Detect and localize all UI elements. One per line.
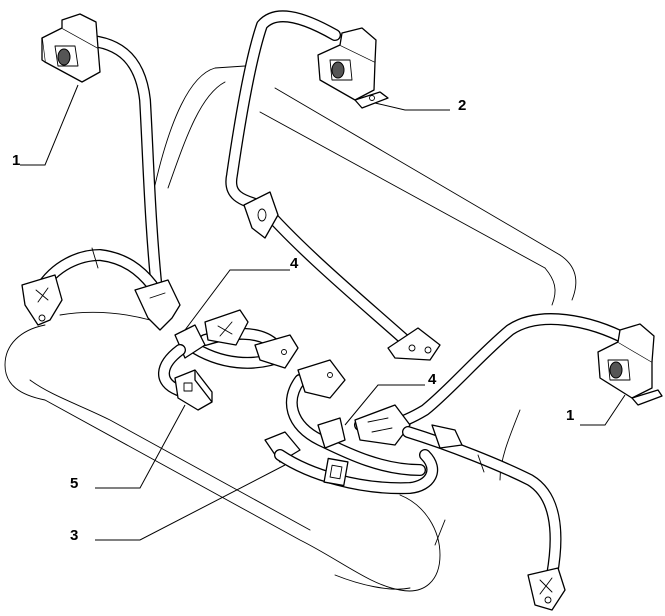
leader-lines [20, 84, 626, 541]
callout-5: 5 [70, 475, 78, 492]
callout-4-mid: 4 [428, 371, 437, 388]
callout-4-top: 4 [290, 255, 299, 272]
left-retractor-1 [41, 13, 101, 83]
latch-plate-5 [158, 344, 213, 411]
callout-3: 3 [70, 527, 78, 544]
left-outer-belt-assembly [21, 34, 181, 331]
callout-2: 2 [458, 97, 466, 114]
seat-cushion-outline [4, 311, 446, 592]
callout-1-right: 1 [566, 407, 574, 424]
centre-belt-assembly [225, 10, 441, 361]
centre-buckle-group [174, 309, 299, 369]
right-retractor-1 [597, 323, 663, 406]
lower-buckle-group [264, 359, 439, 495]
centre-retractor-2 [317, 27, 389, 109]
callout-1-left: 1 [12, 152, 20, 169]
right-outer-belt-assembly [354, 313, 634, 611]
seat-backrest-outline [154, 65, 577, 481]
